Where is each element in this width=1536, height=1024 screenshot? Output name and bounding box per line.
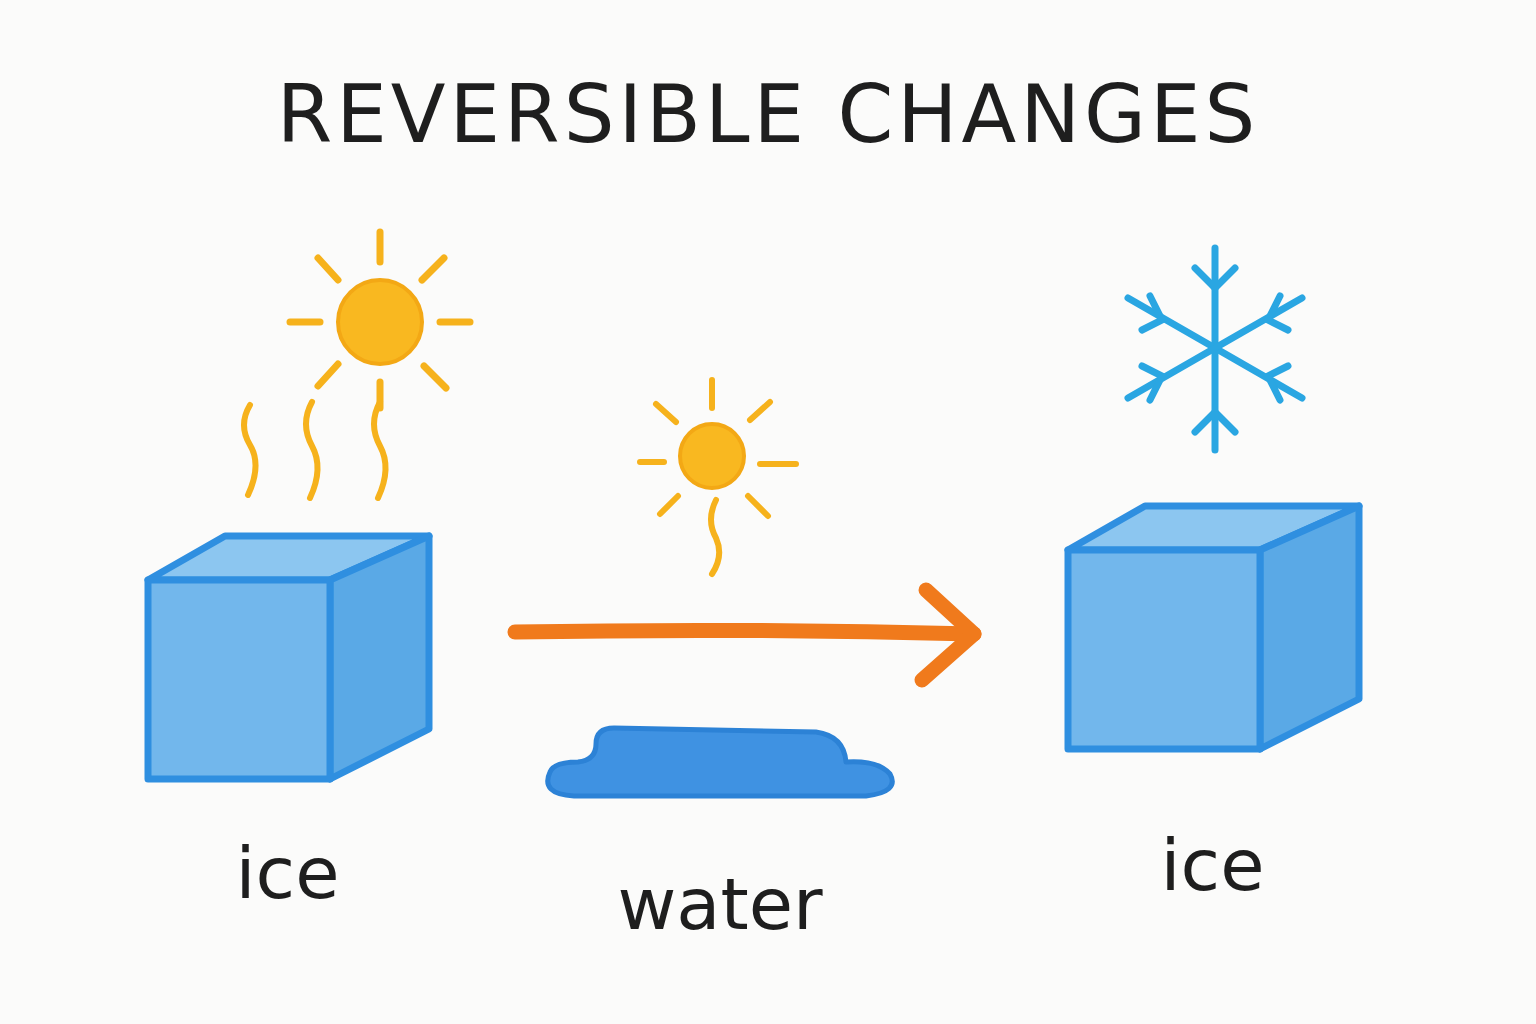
ice-cube: ice: [1060, 500, 1365, 755]
sun-icon: [640, 380, 796, 574]
ice-cube-shape: [1060, 500, 1365, 755]
title: REVERSIBLE CHANGES: [0, 68, 1536, 161]
water-puddle: water: [540, 700, 900, 800]
sun-icon: [290, 232, 470, 408]
heat-lines: [244, 402, 386, 498]
puddle-shape: [540, 700, 900, 800]
node-label: ice: [236, 831, 340, 915]
snowflake-icon: [1128, 248, 1302, 450]
node-label: ice: [1161, 823, 1265, 907]
node-label: water: [617, 862, 822, 946]
ice-cube: ice: [140, 530, 435, 785]
process-arrow: [515, 590, 974, 680]
ice-cube-shape: [140, 530, 435, 785]
